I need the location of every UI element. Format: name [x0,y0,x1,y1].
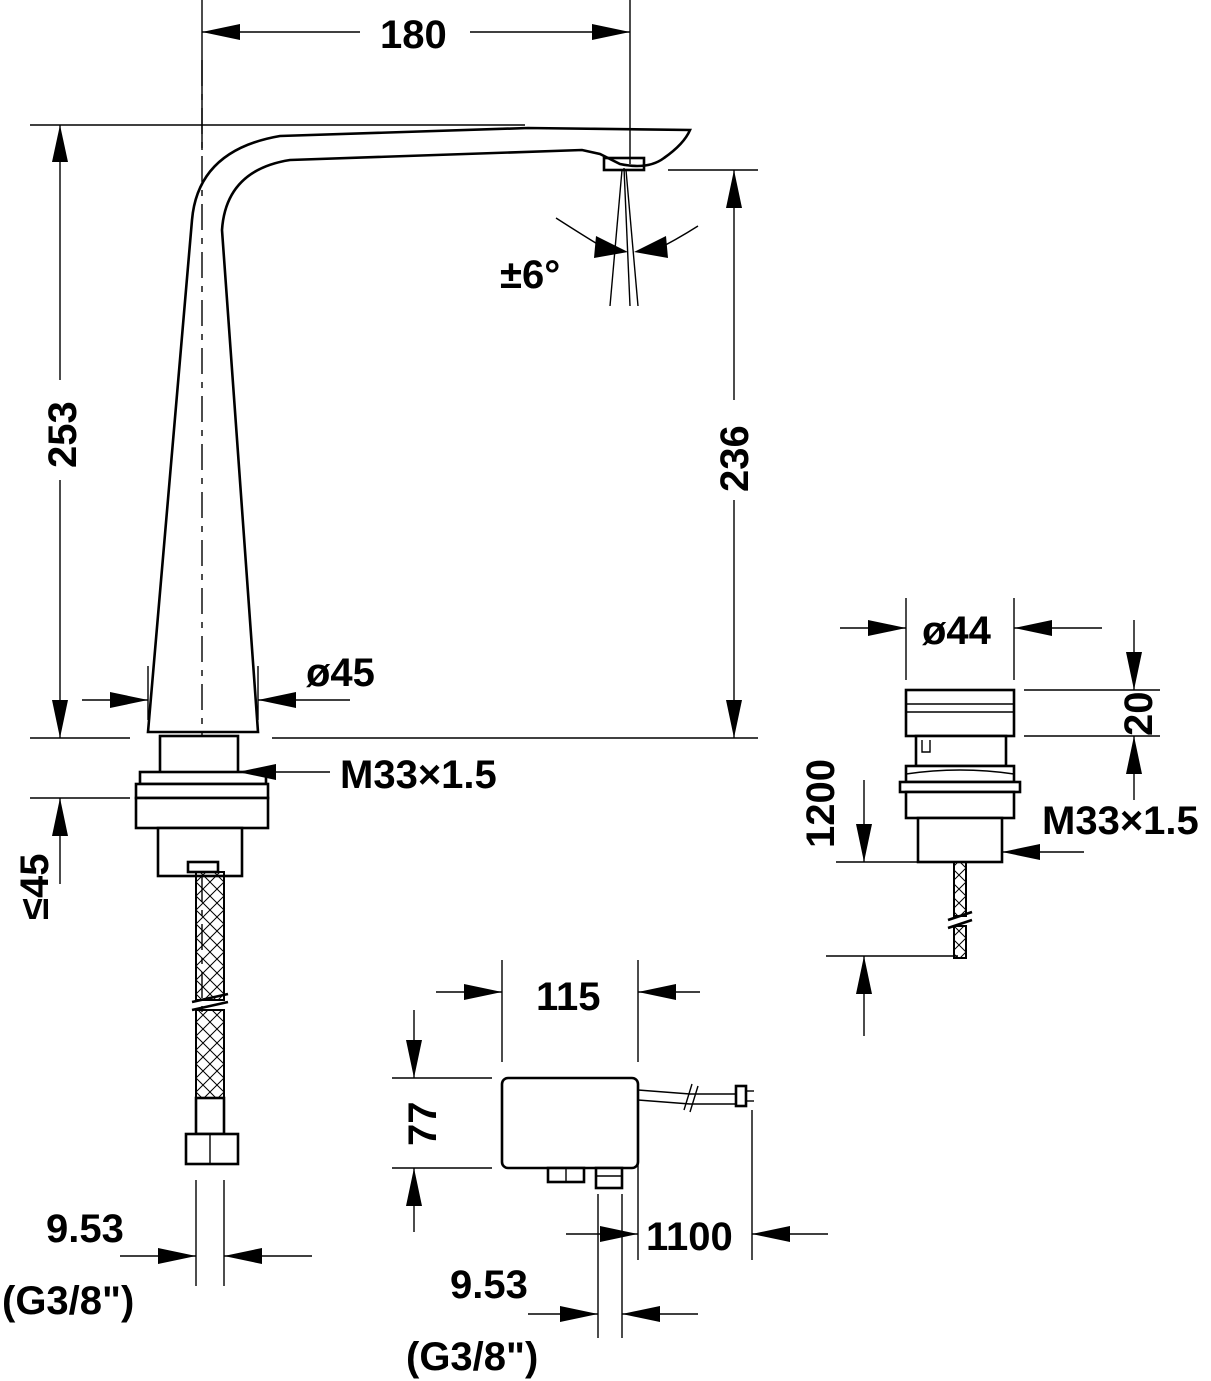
sensor-cable-upper [953,861,967,917]
hose-thread-label: (G3/8") [2,1279,134,1323]
hose-nut [184,1132,240,1166]
sensor-neck [914,734,1008,768]
sensor-collar [898,780,1022,794]
dimension-power-cable: 1100 [566,1110,828,1260]
dimension-height-total: 253 [30,124,525,739]
box-width-label: 115 [536,975,601,1019]
sensor-diameter-label: ø44 [922,609,992,653]
faucet-spout-outline [146,126,692,734]
sensor-height-label: 20 [1117,692,1161,737]
box-hose-thread-label: (G3/8") [406,1335,538,1379]
mounting-plate [134,782,270,800]
hose-diameter-label: 9.53 [46,1207,124,1251]
swivel-angle-label: ±6° [500,253,560,297]
sensor-cable-break [947,910,973,930]
base-diameter-label: ø45 [306,651,375,695]
dimension-sensor-diameter: ø44 [840,598,1102,680]
dimension-sensor-cable: 1200 [799,759,958,1036]
dimension-box-height: 77 [392,1010,492,1232]
hose-fitting [194,1096,226,1136]
swivel-arrow-left [594,236,628,258]
sensor-head [904,688,1016,738]
thread-faucet-label: M33×1.5 [340,753,497,797]
power-plug [734,1084,748,1108]
swivel-indicator: ±6° [500,167,699,307]
braided-hose-upper [195,871,225,1001]
dimension-sensor-height: 20 [1024,620,1161,800]
sensor-cable-label: 1200 [799,759,843,848]
dimension-hose-diameter: 9.53 (G3/8") [2,1180,312,1323]
sensor-body [916,816,1004,864]
sensor-cable-lower [953,925,967,959]
dimension-spout-reach: 180 [201,0,631,164]
dimension-base-diameter: ø45 [82,651,375,720]
deck-thickness-label: ≤45 [13,854,57,920]
thread-callout-faucet: M33×1.5 [238,753,497,797]
box-height-label: 77 [401,1102,445,1147]
power-cable-break [683,1083,699,1113]
braided-hose-lower [195,1009,225,1099]
dimension-deck-thickness: ≤45 [13,797,130,920]
box-hose-diameter-label: 9.53 [450,1263,528,1307]
mounting-nut [134,796,270,830]
thread-callout-sensor: M33×1.5 [1002,799,1199,860]
sensor-ring [904,764,1016,784]
dimension-box-hose-diameter: 9.53 (G3/8") [406,1194,698,1379]
sensor-nut [904,790,1016,820]
sensor-assembly [898,688,1022,959]
faucet-body [134,60,692,1166]
hose-break-mark [191,992,229,1012]
hose-collar [186,860,220,874]
thread-sensor-label: M33×1.5 [1042,799,1199,843]
control-box-connector-right [594,1166,624,1190]
height-total-label: 253 [41,401,85,468]
swivel-arrow-right [634,236,668,258]
power-cable-label: 1100 [646,1215,733,1259]
dimension-height-outlet: 236 [272,169,758,739]
control-box-body [500,1076,640,1170]
power-cable [637,1089,744,1095]
spout-reach-label: 180 [380,13,447,57]
height-outlet-label: 236 [713,425,757,492]
dimension-box-width: 115 [436,960,700,1062]
control-box [500,1076,754,1190]
